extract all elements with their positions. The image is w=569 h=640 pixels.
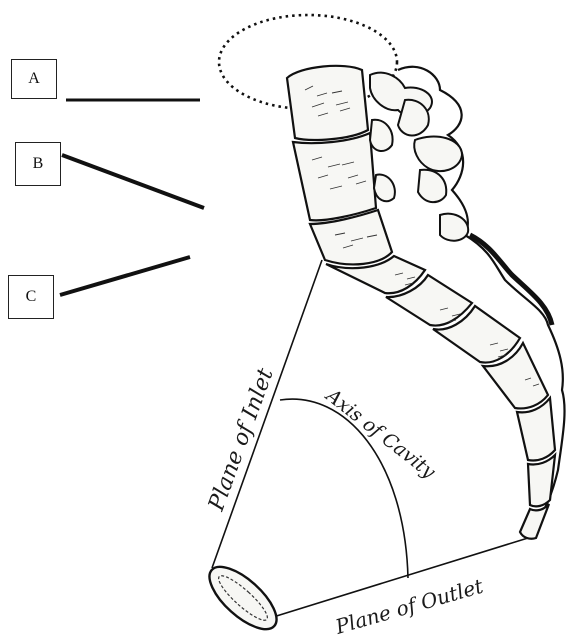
- axis-of-cavity-label: Axis of Cavity: [320, 383, 439, 483]
- ala-mid: [374, 175, 395, 202]
- plane-of-inlet-line: [212, 260, 322, 568]
- foramen-2: [418, 170, 446, 202]
- ala-top: [370, 120, 393, 151]
- lamina-s1: [414, 136, 462, 171]
- lamina-s2: [440, 214, 468, 241]
- coccyx-3: [528, 455, 555, 506]
- coccyx-tip: [520, 504, 549, 539]
- vertebra-s1: [293, 133, 376, 220]
- pubic-symphysis-outer: [200, 557, 287, 640]
- pointer-line-c: [60, 257, 190, 295]
- plane-of-outlet-label: Plane of Outlet: [332, 574, 487, 640]
- pointer-line-b: [62, 155, 204, 208]
- vertebra-l5: [287, 66, 368, 140]
- plane-of-inlet-label: Plane of Inlet: [204, 365, 279, 515]
